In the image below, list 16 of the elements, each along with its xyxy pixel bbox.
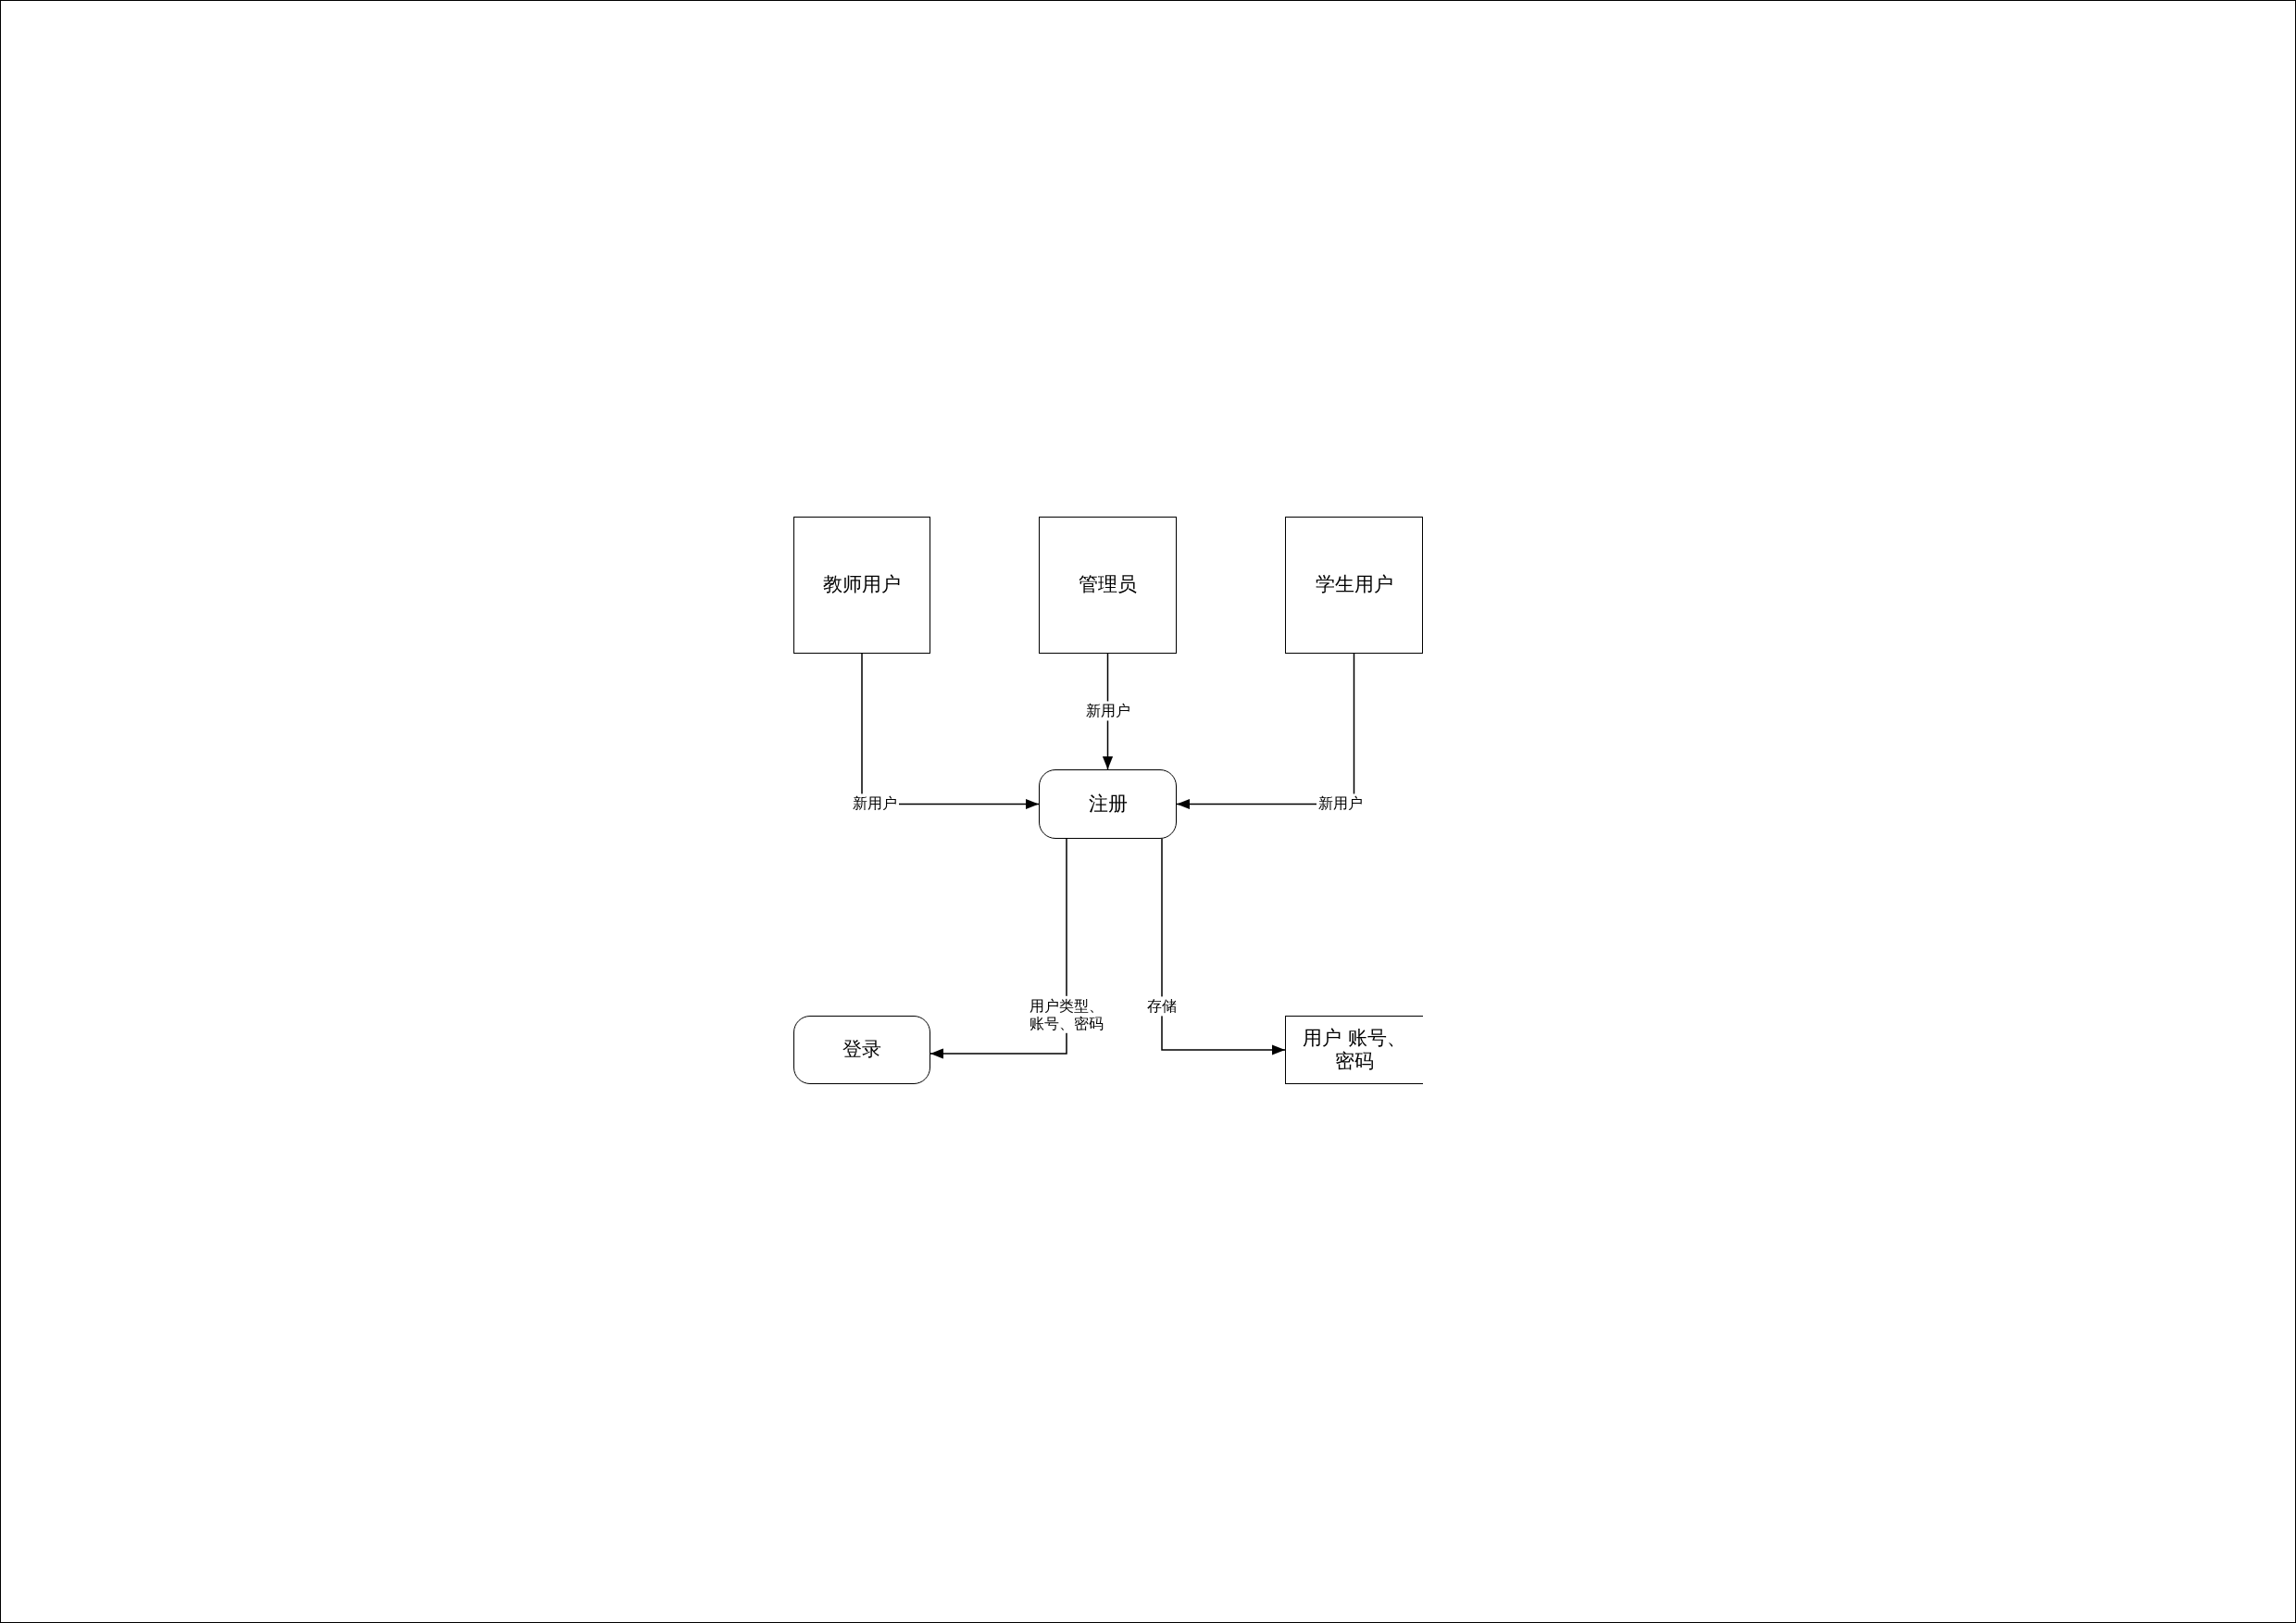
node-label: 学生用户 [1315,573,1393,597]
edge-label: 新用户 [1084,701,1132,721]
entity-box [1285,517,1423,654]
process-box [1039,769,1177,839]
node-label: 教师用户 [823,573,901,597]
node-label: 注册 [1088,792,1128,817]
entity-box [1039,517,1177,654]
node-label: 用户 账号、密码 [1302,1026,1407,1074]
arrow [930,838,1067,1059]
data-store [1285,1016,1423,1084]
arrow [1161,838,1286,1055]
edge-label: 存储 [1145,996,1179,1017]
node-label: 管理员 [1079,573,1137,597]
process-box [793,1016,930,1084]
entity-box [793,517,930,654]
node-label: 登录 [842,1038,881,1062]
